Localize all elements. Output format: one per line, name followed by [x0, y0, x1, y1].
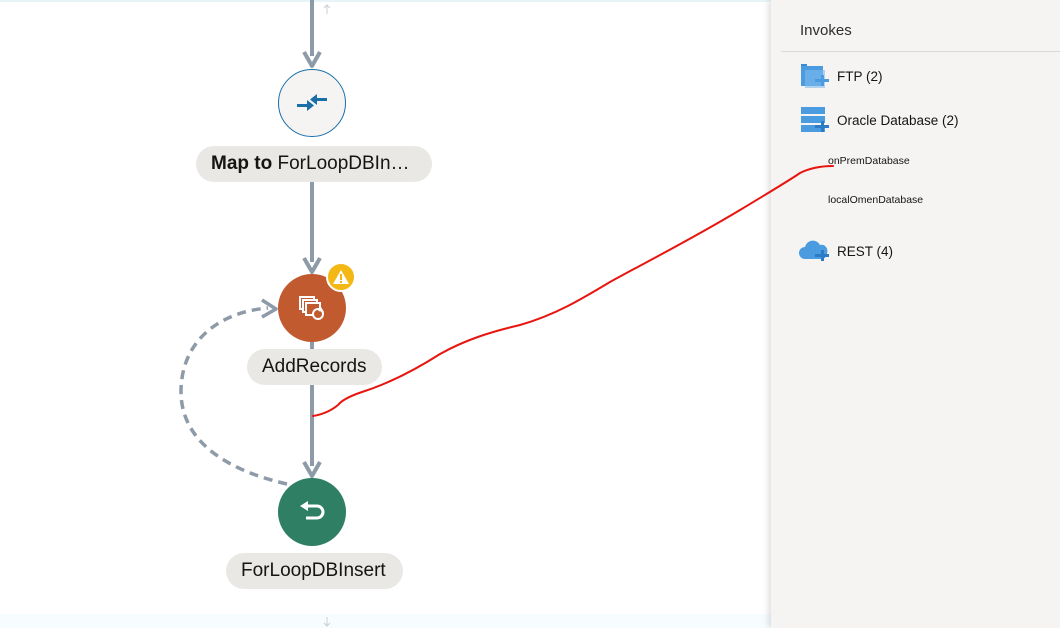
- panel-divider: [781, 51, 1060, 52]
- canvas-top-edge: [0, 0, 771, 2]
- warning-icon: [333, 270, 349, 284]
- return-label[interactable]: ForLoopDBInsert: [226, 553, 403, 589]
- for-each-loop-icon: [299, 296, 324, 320]
- map-action-label-target: ForLoopDBIn…: [272, 153, 410, 174]
- loop-back-connector: [179, 306, 288, 486]
- connector-add-to-return-arrowhead: [302, 461, 322, 478]
- map-arrows-icon: [297, 94, 327, 111]
- invoke-oracle-database[interactable]: Oracle Database (2): [799, 104, 959, 136]
- for-each-label[interactable]: AddRecords: [247, 349, 382, 385]
- map-action-node[interactable]: [278, 69, 346, 137]
- invoke-rest-label: REST (4): [837, 243, 894, 259]
- scroll-down-indicator-icon: [323, 617, 331, 627]
- invoke-rest[interactable]: REST (4): [799, 235, 893, 267]
- map-action-label-prefix: Map to: [211, 153, 273, 174]
- rest-cloud-icon: [799, 235, 831, 267]
- connector-in-arrowhead: [302, 51, 322, 68]
- oracle-database-adapter-icon: [799, 104, 831, 136]
- integration-canvas: Map to ForLoopDBIn… AddRecords ForLoopDB…: [0, 0, 771, 628]
- ftp-adapter-icon: [799, 60, 831, 92]
- invokes-panel: Invokes FTP (2) Oracle Database (2): [771, 0, 1060, 628]
- return-arrow-icon: [300, 501, 325, 520]
- return-node[interactable]: [278, 478, 346, 546]
- invoke-oracle-database-label: Oracle Database (2): [837, 112, 959, 128]
- map-action-label[interactable]: Map to ForLoopDBIn…: [196, 146, 432, 182]
- scroll-up-indicator-icon: [323, 4, 331, 14]
- loop-back-arrowhead: [261, 298, 278, 319]
- connection-onprem-database[interactable]: onPremDatabase: [828, 155, 910, 167]
- invoke-ftp[interactable]: FTP (2): [799, 60, 883, 92]
- canvas-bottom-edge: [0, 614, 771, 628]
- panel-title: Invokes: [800, 22, 852, 39]
- connection-local-omen-database[interactable]: localOmenDatabase: [828, 194, 924, 206]
- warning-badge[interactable]: [326, 262, 356, 292]
- invoke-ftp-label: FTP (2): [837, 68, 883, 84]
- flow-connectors: [179, 0, 331, 627]
